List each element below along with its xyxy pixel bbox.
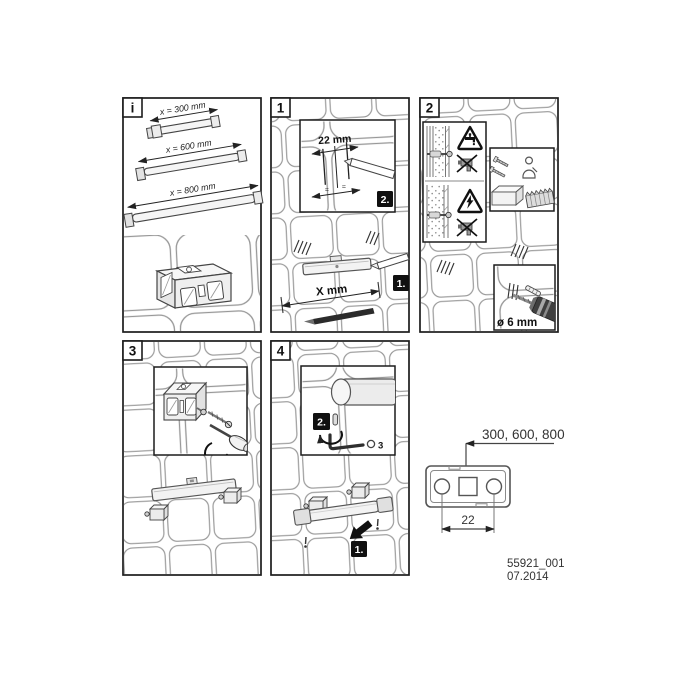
panel-label-box xyxy=(270,340,291,361)
bracket-icon xyxy=(218,486,243,505)
dimension-line xyxy=(137,142,242,164)
panel-step1: X mm 1. 22 mm = = xyxy=(270,97,410,333)
panel-label-box xyxy=(122,340,143,361)
screw-icon xyxy=(492,155,509,168)
pin-marks xyxy=(304,518,379,548)
no-drill-icon xyxy=(456,154,478,173)
svg-text:1.: 1. xyxy=(397,278,406,290)
dimension-line xyxy=(311,187,361,200)
dimension-line xyxy=(311,145,359,156)
panel-label-box xyxy=(270,97,291,118)
box-icon xyxy=(490,185,525,206)
footer: 55921_001 07.2014 xyxy=(507,558,565,583)
allen-key-icon xyxy=(328,433,365,451)
lengths-callout: 300, 600, 800 xyxy=(482,427,565,442)
pencil-icon xyxy=(304,308,375,325)
panel-label-box xyxy=(122,97,143,118)
panel-label: 4 xyxy=(277,344,285,359)
panel-label: 3 xyxy=(129,344,137,359)
insert-arrow-icon xyxy=(349,520,373,540)
mounting-plate-drawing: 300, 600, 800 22 xyxy=(425,427,565,533)
warning-electric-icon xyxy=(457,188,483,214)
hatch-marks xyxy=(436,243,529,276)
plate-notch xyxy=(475,503,488,507)
warning-water-icon xyxy=(457,125,483,151)
bracket-icon xyxy=(154,263,234,309)
dimension-line xyxy=(149,107,219,123)
panel-label: i xyxy=(131,101,135,116)
panel-label: 1 xyxy=(277,101,285,116)
drill-icon xyxy=(512,293,555,322)
step-badge: 2. xyxy=(313,413,330,430)
panel-step3: 3 xyxy=(122,340,262,576)
hole-spacing-dim: 22 xyxy=(461,513,475,527)
plate-hole xyxy=(433,478,451,495)
inset-allen: 3 2. xyxy=(302,367,395,454)
panel-label: 2 xyxy=(426,101,434,116)
rail-icon xyxy=(302,255,372,276)
equal-mark: = xyxy=(342,184,347,191)
panel-info: x = 300 mm x = 600 mm x = 800 mm xyxy=(122,97,264,333)
hex-circle-icon xyxy=(366,439,376,449)
doc-date: 07.2014 xyxy=(507,571,549,583)
doc-number: 55921_001 xyxy=(507,558,565,570)
panel-step2: ø 6 mm 2 xyxy=(419,97,559,333)
screw-icon xyxy=(207,411,233,429)
equal-mark: = xyxy=(325,187,330,194)
plate-hole xyxy=(485,478,503,495)
plate-notch xyxy=(448,466,461,470)
bracket-icon xyxy=(162,381,208,422)
step-badge: 2. xyxy=(377,191,393,207)
plate-center-square xyxy=(458,476,478,497)
rotation-arrow-icon xyxy=(204,442,230,455)
screw-icon xyxy=(196,407,207,416)
no-drill-icon xyxy=(456,218,478,237)
rotation-arrow-icon xyxy=(317,430,343,445)
dimension-line xyxy=(127,183,259,210)
bar-icon xyxy=(330,378,395,406)
dimension-label: 22 mm xyxy=(318,133,352,147)
hex-size-label: 3 xyxy=(378,441,383,452)
installer-icon xyxy=(522,156,538,179)
drill-diameter-label: ø 6 mm xyxy=(497,317,537,329)
wall-plug-icon xyxy=(525,285,541,297)
rail-icon xyxy=(151,476,237,502)
bracket-icon xyxy=(144,503,170,522)
screw-icon xyxy=(488,165,506,178)
step-badge: 1. xyxy=(393,275,409,291)
pencil-icon xyxy=(369,252,410,270)
wall-section-icon xyxy=(426,126,453,177)
plate-inner-outline xyxy=(430,470,506,503)
grub-screw xyxy=(332,413,338,426)
bar-icon xyxy=(293,496,394,526)
panel-step4: 3 2. xyxy=(270,340,410,576)
inset-22mm: 22 mm = = xyxy=(301,121,395,211)
svg-text:2.: 2. xyxy=(381,194,390,206)
dimension-line xyxy=(281,289,380,308)
hatch-marks xyxy=(293,230,380,256)
screwdriver-icon xyxy=(209,423,247,452)
inset-screwing xyxy=(155,368,247,455)
step-badge: 1. xyxy=(351,541,367,557)
plug-strip-icon xyxy=(525,187,555,209)
inset-drill: ø 6 mm xyxy=(495,266,555,329)
pencil-icon xyxy=(343,157,395,180)
bracket-icon xyxy=(346,481,371,500)
svg-text:2.: 2. xyxy=(317,417,326,429)
panel-label-box xyxy=(419,97,440,118)
svg-text:1.: 1. xyxy=(355,544,364,556)
wall-section-icon xyxy=(426,185,452,238)
tile-grid xyxy=(495,266,554,329)
